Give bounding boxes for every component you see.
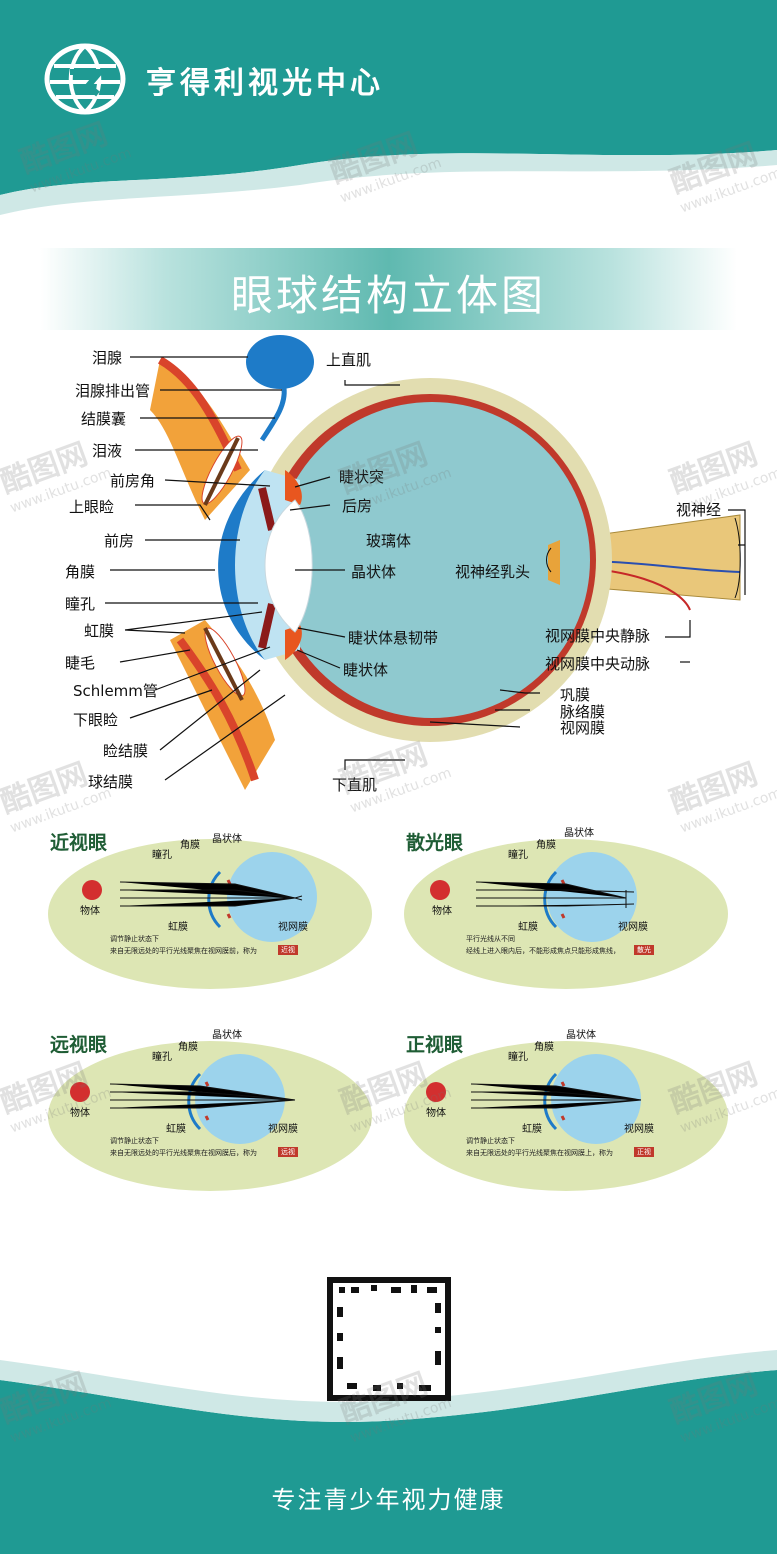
panel-astigmatism: 散光眼 瞳孔 角膜 晶状体 物体 虹膜 视网膜 平行光线从不同 经线上进入眼内后… xyxy=(396,822,736,997)
panel-label-object: 物体 xyxy=(80,906,100,917)
panel-note-1: 调节静止状态下 xyxy=(110,1137,159,1145)
panel-note-2: 经线上进入眼内后，不能形成焦点只能形成焦线， xyxy=(466,947,620,955)
panel-label-object: 物体 xyxy=(432,906,452,917)
label-anterior-chamber: 前房 xyxy=(104,532,135,550)
globe-logo-icon xyxy=(44,43,126,115)
label-eyelash: 睫毛 xyxy=(65,654,96,672)
panel-myopia: 近视眼 瞳孔 角膜 晶状体 物体 虹膜 视网膜 调节静止状态下 来自无限远处的平… xyxy=(40,822,380,997)
panel-note-1: 调节静止状态下 xyxy=(466,1137,515,1145)
panel-label-object: 物体 xyxy=(70,1108,90,1119)
brand-name: 亨得利视光中心 xyxy=(146,66,384,101)
label-lacrimal-duct: 泪腺排出管 xyxy=(75,382,151,400)
header-background xyxy=(0,0,777,215)
panel-title: 正视眼 xyxy=(406,1034,464,1056)
panel-label-cornea: 角膜 xyxy=(536,840,556,851)
label-ciliary-body: 睫状体 xyxy=(343,661,389,679)
label-anterior-chamber-angle: 前房角 xyxy=(110,472,156,490)
label-optic-disc: 视神经乳头 xyxy=(455,563,531,581)
label-iris: 虹膜 xyxy=(84,622,115,640)
qr-code[interactable] xyxy=(327,1277,451,1401)
label-schlemm: Schlemm管 xyxy=(73,682,158,700)
footer-background xyxy=(0,1350,777,1554)
label-lacrimal-gland: 泪腺 xyxy=(92,349,123,367)
panel-label-pupil: 瞳孔 xyxy=(508,1052,528,1063)
panel-note-1: 平行光线从不同 xyxy=(466,935,515,943)
label-zonule: 睫状体悬韧带 xyxy=(348,629,439,647)
panel-diagram xyxy=(404,839,728,989)
label-conjunctival-sac: 结膜囊 xyxy=(81,410,127,428)
label-lower-eyelid: 下眼睑 xyxy=(73,711,119,729)
panel-note-1: 调节静止状态下 xyxy=(110,935,159,943)
label-pupil: 瞳孔 xyxy=(65,595,96,613)
panel-label-object: 物体 xyxy=(426,1108,446,1119)
label-retina: 视网膜 xyxy=(560,719,606,737)
panel-note-2: 来自无限远处的平行光线聚焦在视网膜上，称为 xyxy=(466,1149,613,1157)
label-posterior-chamber: 后房 xyxy=(342,497,373,515)
panel-label-lens: 晶状体 xyxy=(564,828,594,839)
label-cornea: 角膜 xyxy=(65,563,96,581)
label-superior-rectus: 上直肌 xyxy=(326,351,372,369)
panel-label-pupil: 瞳孔 xyxy=(152,850,172,861)
vitreous-shape xyxy=(274,402,590,718)
panel-hyperopia: 远视眼 瞳孔 角膜 晶状体 物体 虹膜 视网膜 调节静止状态下 来自无限远处的平… xyxy=(40,1024,380,1199)
panel-label-lens: 晶状体 xyxy=(212,834,242,845)
panel-label-lens: 晶状体 xyxy=(566,1030,596,1041)
panel-label-retina: 视网膜 xyxy=(278,922,308,933)
panel-title: 近视眼 xyxy=(50,832,108,854)
panel-label-iris: 虹膜 xyxy=(518,922,538,933)
label-palpebral-conjunctiva: 睑结膜 xyxy=(103,742,149,760)
panel-note-2: 来自无限远处的平行光线聚焦在视网膜后，称为 xyxy=(110,1149,257,1157)
label-optic-nerve: 视神经 xyxy=(676,501,722,519)
label-tears: 泪液 xyxy=(92,442,123,460)
label-ciliary-process: 睫状突 xyxy=(339,468,385,486)
panel-tag: 正视 xyxy=(634,1147,654,1157)
panel-note-2: 来自无限远处的平行光线聚焦在视网膜前，称为 xyxy=(110,947,257,955)
panel-tag: 远视 xyxy=(278,1147,298,1157)
panel-title: 远视眼 xyxy=(50,1034,108,1056)
label-sclera: 巩膜 xyxy=(560,686,591,704)
panel-label-retina: 视网膜 xyxy=(268,1124,298,1135)
label-central-retinal-vein: 视网膜中央静脉 xyxy=(545,627,651,645)
panel-title: 散光眼 xyxy=(406,832,464,854)
panel-label-iris: 虹膜 xyxy=(166,1124,186,1135)
cornea-shape xyxy=(218,470,265,660)
lacrimal-gland-shape xyxy=(246,335,314,389)
panel-label-iris: 虹膜 xyxy=(168,922,188,933)
panel-emmetropia: 正视眼 瞳孔 角膜 晶状体 物体 虹膜 视网膜 调节静止状态下 来自无限远处的平… xyxy=(396,1024,736,1199)
eye-cross-section-diagram xyxy=(105,335,746,790)
lens-shape xyxy=(264,499,313,633)
panel-tag: 散光 xyxy=(634,945,654,955)
panel-label-lens: 晶状体 xyxy=(212,1030,242,1041)
slogan: 专注青少年视力健康 xyxy=(271,1486,506,1514)
page-title: 眼球结构立体图 xyxy=(230,271,546,320)
panel-tag: 近视 xyxy=(278,945,298,955)
label-upper-eyelid: 上眼睑 xyxy=(69,498,115,516)
panel-label-retina: 视网膜 xyxy=(624,1124,654,1135)
label-bulbar-conjunctiva: 球结膜 xyxy=(88,773,134,791)
label-central-retinal-artery: 视网膜中央动脉 xyxy=(545,655,651,673)
panel-label-pupil: 瞳孔 xyxy=(152,1052,172,1063)
label-lens: 晶状体 xyxy=(351,563,397,581)
panel-label-retina: 视网膜 xyxy=(618,922,648,933)
title-band xyxy=(40,248,737,330)
panel-label-cornea: 角膜 xyxy=(180,840,200,851)
panel-label-cornea: 角膜 xyxy=(534,1042,554,1053)
label-choroid: 脉络膜 xyxy=(560,703,606,721)
panel-label-cornea: 角膜 xyxy=(178,1042,198,1053)
label-vitreous: 玻璃体 xyxy=(366,532,412,550)
label-inferior-rectus: 下直肌 xyxy=(332,776,378,794)
panel-label-iris: 虹膜 xyxy=(522,1124,542,1135)
panel-label-pupil: 瞳孔 xyxy=(508,850,528,861)
